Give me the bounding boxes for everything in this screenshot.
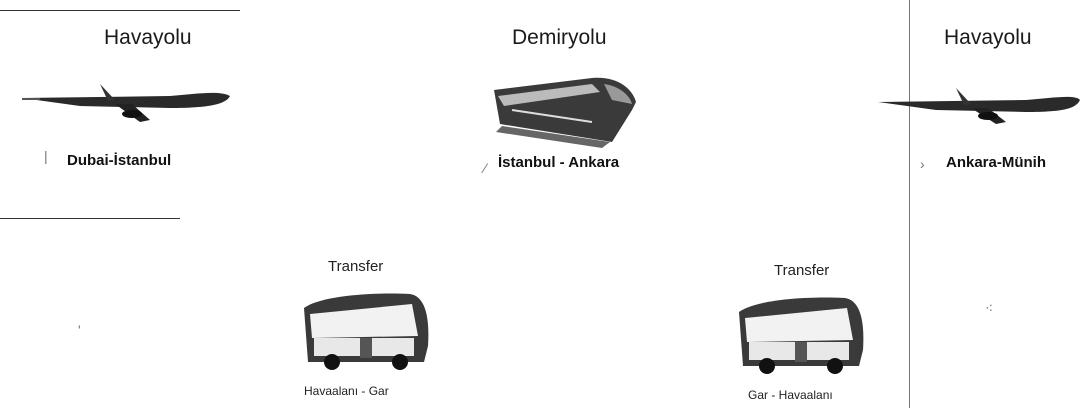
leg1-route: Dubai-İstanbul (67, 152, 172, 169)
marker-2: ⁄ (484, 160, 487, 176)
leg3-mode: Havayolu (944, 26, 1032, 49)
airplane-icon-2 (876, 78, 1080, 124)
transfer2-label: Transfer (774, 262, 830, 279)
train-icon (492, 70, 642, 150)
transfer1-route: Havaalanı - Gar (304, 384, 389, 398)
transfer1-label: Transfer (328, 258, 384, 275)
marker-3: › (920, 156, 925, 172)
marker-1: | (44, 148, 48, 164)
leg2-route: İstanbul - Ankara (498, 154, 620, 171)
leg1-mode: Havayolu (104, 26, 192, 49)
bus-icon (300, 290, 432, 372)
leg3-route: Ankara-Münih (946, 154, 1047, 171)
mid-left-rule (0, 218, 180, 219)
bus-icon-2 (735, 292, 867, 376)
column-divider (909, 0, 910, 408)
top-left-rule (0, 10, 240, 11)
leg2-mode: Demiryolu (512, 26, 607, 49)
marker-5: ⁖ (985, 300, 994, 316)
transfer2-route: Gar - Havaalanı (748, 388, 833, 402)
marker-4: ' (78, 322, 81, 338)
airplane-icon (20, 74, 235, 124)
